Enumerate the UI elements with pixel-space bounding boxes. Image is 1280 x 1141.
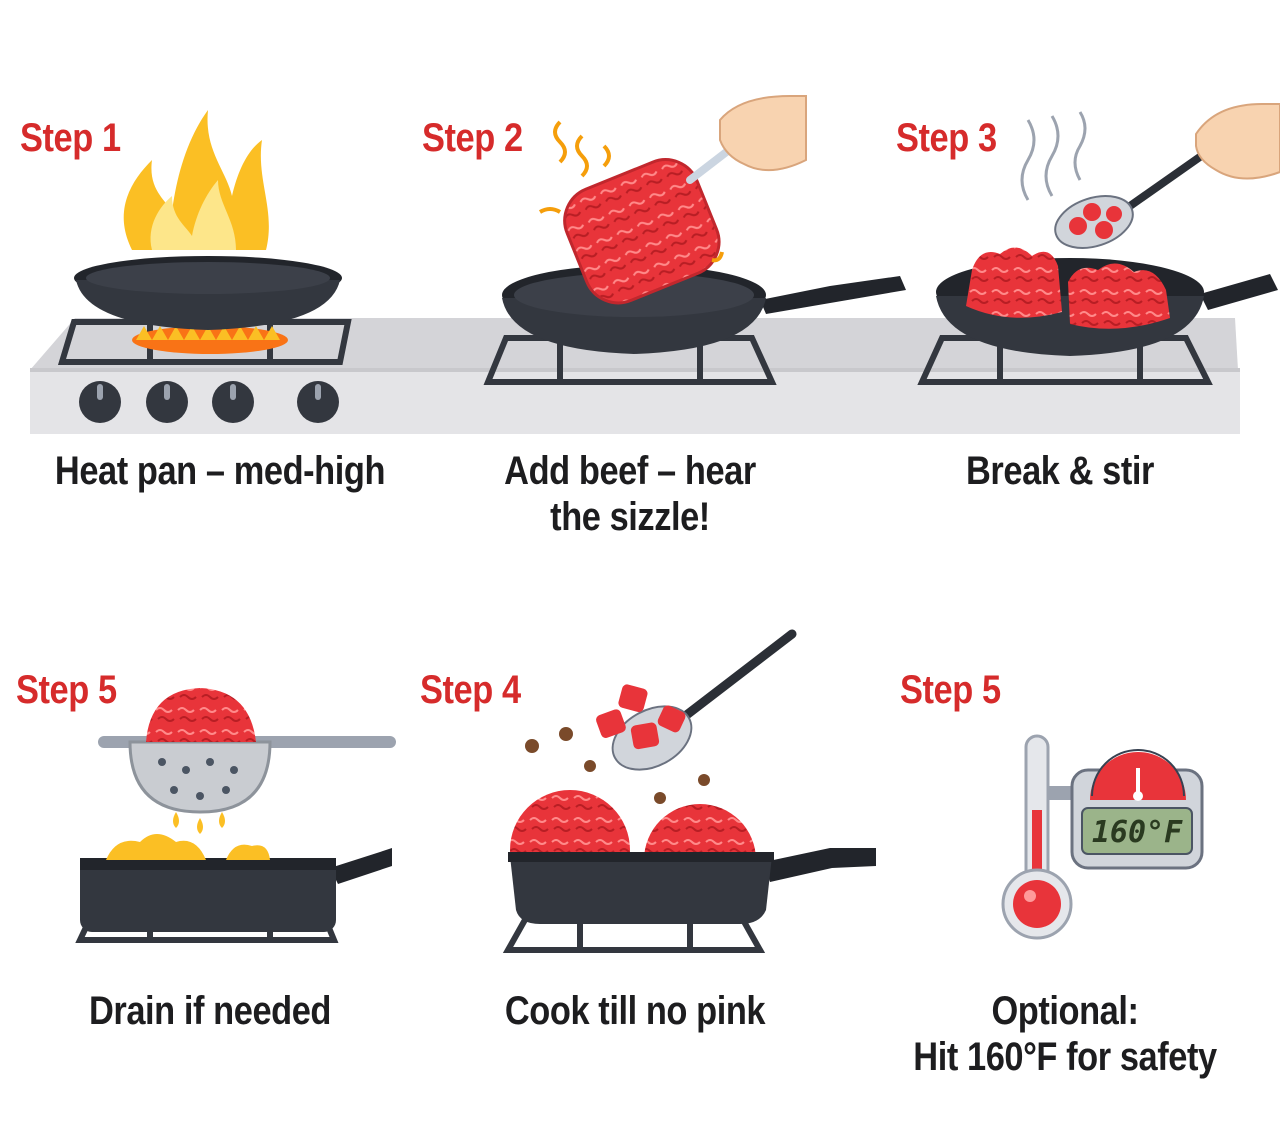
step-2-caption: Add beef – hear the sizzle! (504, 449, 756, 539)
stir-spoon-icon (917, 103, 1280, 385)
step-1-label: Step 1 (20, 116, 121, 160)
step-5-temp-caption-line2: Hit 160°F for safety (913, 1035, 1217, 1079)
step-4-caption: Cook till no pink (504, 989, 766, 1033)
step-1-caption: Heat pan – med-high (54, 449, 386, 493)
flame-pan-icon (57, 110, 352, 423)
step-5-temp-caption: Optional: Hit 160°F for safety (906, 988, 1224, 1080)
thermometer-icon: 160°F (1001, 734, 1204, 940)
step-2-label: Step 2 (422, 116, 523, 160)
step-5-temp-label: Step 5 (900, 668, 1001, 712)
step-3-label: Step 3 (896, 116, 997, 160)
strainer-icon (75, 688, 396, 943)
step-4-label: Step 4 (420, 668, 521, 712)
step-3-caption: Break & stir (966, 449, 1154, 493)
step-5-drain-label: Step 5 (16, 668, 117, 712)
thermometer-readout: 160°F (1092, 815, 1183, 850)
step-5-temp-caption-line1: Optional: (991, 989, 1139, 1033)
beef-in-pan-icon (483, 95, 906, 385)
browning-beef-icon (502, 629, 876, 953)
step-5-drain-caption: Drain if needed (88, 989, 332, 1033)
